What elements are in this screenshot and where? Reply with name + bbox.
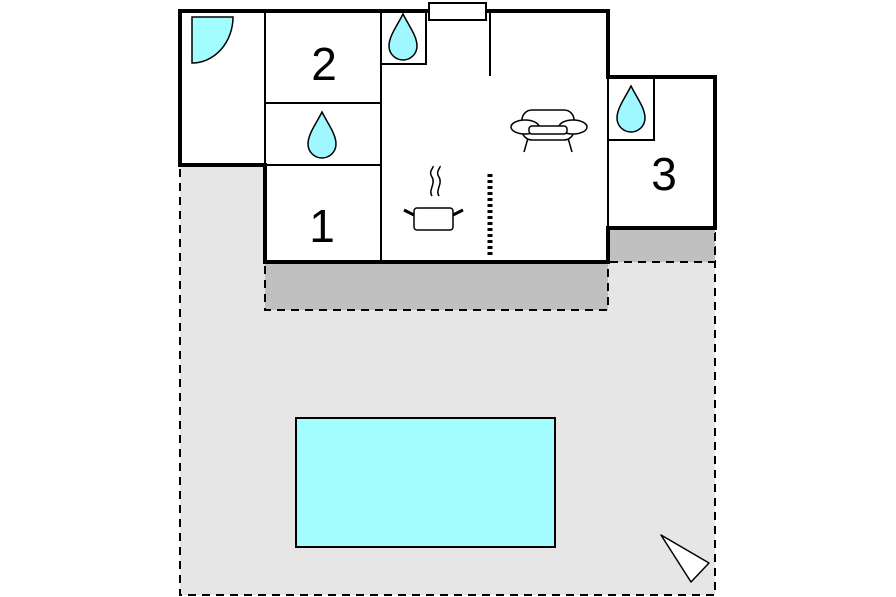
covered-terrace (264, 261, 609, 311)
swimming-pool (295, 417, 556, 548)
exterior-walls (178, 9, 717, 264)
window-icon (428, 2, 487, 21)
sofa-icon (510, 109, 588, 153)
door-swing-icon (191, 16, 234, 64)
water-drop-icon (388, 12, 418, 61)
cooking-pot-icon (403, 165, 464, 231)
north-arrow-icon (660, 534, 710, 583)
room-label-1: 1 (309, 200, 335, 252)
water-drop-icon (616, 84, 646, 133)
room-label-3: 3 (651, 148, 677, 200)
house-interior (180, 11, 715, 262)
water-drop-icon (307, 110, 337, 159)
covered-terrace-east (607, 227, 716, 263)
room-label-2: 2 (311, 38, 337, 90)
